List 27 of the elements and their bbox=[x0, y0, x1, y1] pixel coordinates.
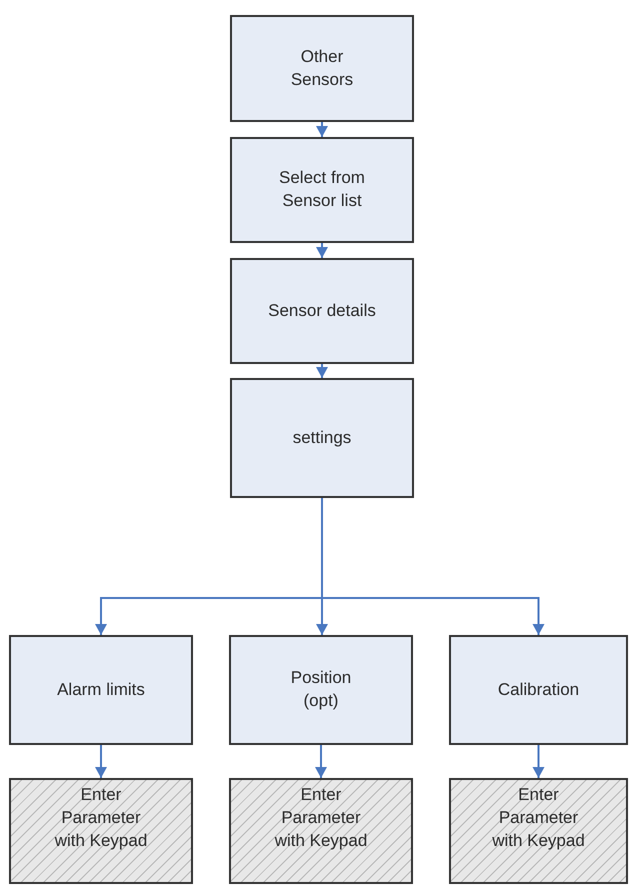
arrow bbox=[321, 498, 544, 635]
input-box bbox=[229, 778, 413, 884]
process-box bbox=[230, 15, 414, 122]
box-label: Position (opt) bbox=[290, 667, 352, 712]
box-label: Enter Parameter with Keypad bbox=[54, 784, 148, 852]
arrow bbox=[532, 745, 544, 778]
process-box bbox=[9, 635, 193, 745]
arrow bbox=[95, 745, 107, 778]
box-label: Calibration bbox=[496, 678, 580, 701]
box-label: Enter Parameter with Keypad bbox=[274, 784, 368, 852]
process-box bbox=[230, 137, 414, 243]
process-box bbox=[230, 378, 414, 498]
process-box bbox=[229, 635, 413, 745]
box-label: settings bbox=[292, 426, 352, 449]
arrow bbox=[315, 745, 327, 778]
box-label: Other Sensors bbox=[290, 46, 354, 90]
box-label: Select from Sensor list bbox=[278, 167, 366, 212]
arrow bbox=[316, 364, 328, 378]
arrow bbox=[316, 243, 328, 258]
process-box bbox=[449, 635, 628, 745]
arrow bbox=[316, 122, 328, 137]
box-label: Sensor details bbox=[267, 300, 377, 322]
box-label: Enter Parameter with Keypad bbox=[491, 784, 586, 852]
box-label: Alarm limits bbox=[56, 678, 146, 701]
input-box bbox=[449, 778, 628, 884]
process-box bbox=[230, 258, 414, 364]
input-box bbox=[9, 778, 193, 884]
